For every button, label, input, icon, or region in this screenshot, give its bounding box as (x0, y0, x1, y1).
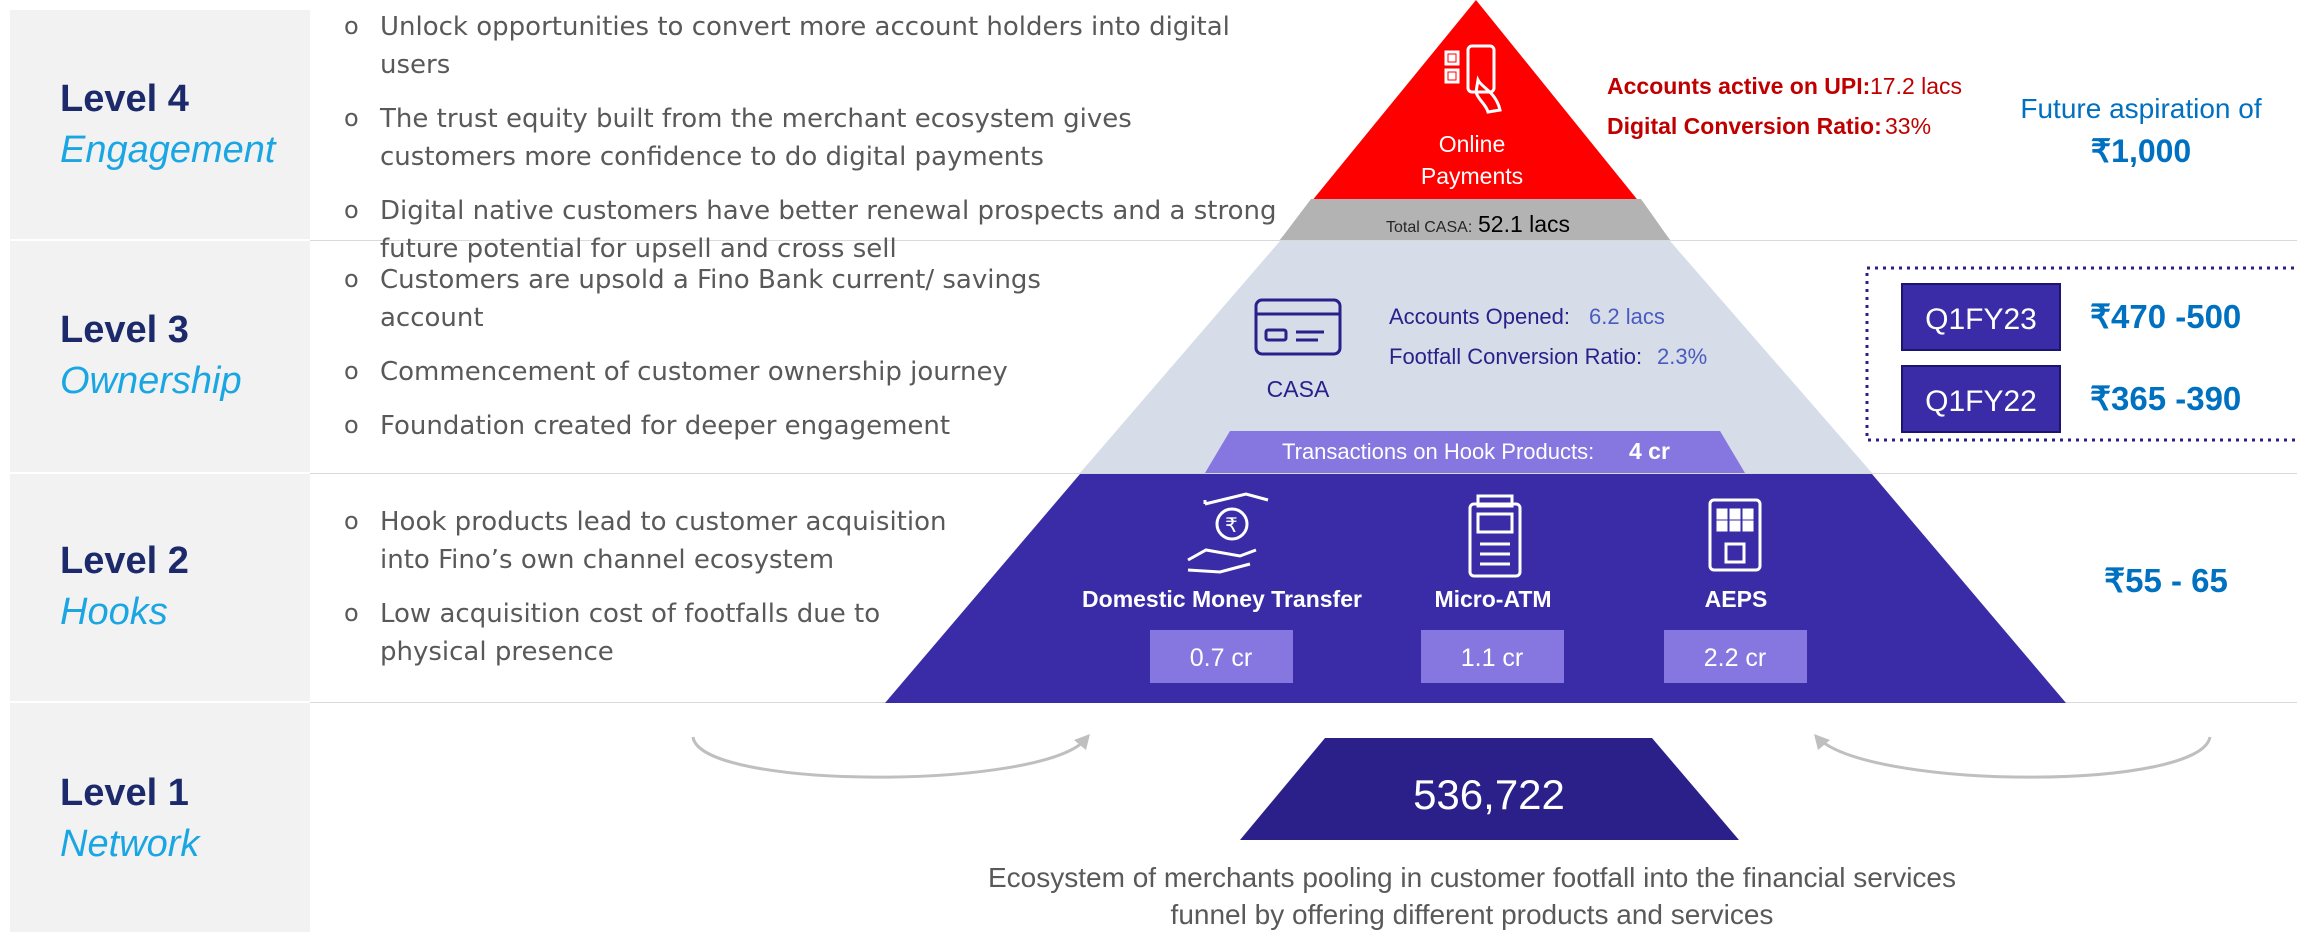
network-merchant-count: 536,722 (1413, 771, 1565, 818)
level-4-title: Level 4 Engagement (60, 78, 276, 172)
level-divider (310, 473, 2297, 474)
online-payments-label-line2: Payments (1421, 163, 1523, 189)
level-name: Hooks (60, 591, 168, 633)
network-caption-line1: Ecosystem of merchants pooling in custom… (988, 862, 1956, 893)
bullet-item: Low acquisition cost of footfalls due to… (344, 594, 940, 671)
network-caption-line2: funnel by offering different products an… (1171, 899, 1774, 930)
level-3-title: Level 3 Ownership (60, 309, 242, 403)
product-value-box (1150, 630, 1293, 683)
arrow-head-right (1814, 734, 1830, 750)
accounts-opened-label: Accounts Opened: (1389, 304, 1570, 329)
level-divider (310, 240, 2297, 241)
level-3-panel (10, 241, 310, 472)
period-q1fy22: Q1FY22 (1925, 385, 2037, 418)
hooks-range: ₹55 - 65 (2104, 562, 2228, 599)
level-2-bullets: Hook products lead to customer acquisiti… (344, 502, 947, 687)
range-q1fy23: ₹470 -500 (2090, 298, 2241, 335)
level-name: Engagement (60, 129, 276, 171)
network-base (1240, 738, 1739, 840)
aspiration-line1: Future aspiration of (2020, 93, 2261, 124)
casa-label: CASA (1267, 376, 1330, 402)
bullet-item: Commencement of customer ownership journ… (344, 352, 1064, 391)
curved-arrow-right (1819, 736, 2212, 779)
footfall-conversion-label: Footfall Conversion Ratio: (1389, 344, 1642, 369)
product-value-aeps: 2.2 cr (1704, 644, 1767, 672)
hook-transactions-value: 4 cr (1629, 438, 1670, 464)
upi-active-label: Accounts active on UPI: (1607, 73, 1870, 99)
card-icon (1254, 298, 1342, 356)
product-label-aeps: AEPS (1705, 586, 1768, 612)
level-4-bullets: Unlock opportunities to convert more acc… (344, 7, 1304, 284)
accounts-opened-value: 6.2 lacs (1589, 304, 1665, 329)
digital-conversion-value: 33% (1885, 113, 1931, 139)
bullet-item: Unlock opportunities to convert more acc… (344, 7, 1304, 84)
bullet-item: The trust equity built from the merchant… (344, 99, 1260, 176)
arrow-head-left (1074, 734, 1090, 750)
level-1-panel (10, 703, 310, 932)
period-q1fy23: Q1FY23 (1925, 303, 2037, 336)
level-4-tier (1280, 0, 1670, 240)
curved-arrow-left (691, 736, 1087, 779)
product-label-micro-atm: Micro-ATM (1434, 586, 1551, 612)
upi-active-value: 17.2 lacs (1870, 73, 1962, 99)
level-number: Level 3 (60, 309, 189, 351)
level-4-panel (10, 10, 310, 239)
range-q1fy22: ₹365 -390 (2090, 380, 2241, 417)
product-value-box (1421, 630, 1564, 683)
biometric-device-icon (1708, 498, 1762, 572)
money-hand-icon: ₹ (1187, 492, 1269, 574)
arpu-box (1865, 266, 2297, 442)
pos-terminal-icon (1468, 494, 1522, 578)
level-3-bullets: Customers are upsold a Fino Bank current… (344, 260, 1064, 461)
level-number: Level 4 (60, 78, 189, 120)
bullet-item: Digital native customers have better ren… (344, 191, 1280, 268)
bullet-item: Foundation created for deeper engagement (344, 406, 1064, 445)
aspiration-line2: ₹1,000 (2091, 133, 2191, 169)
total-casa-label: Total CASA: (1386, 219, 1472, 236)
online-payments-label-line1: Online (1439, 131, 1505, 157)
product-value-micro-atm: 1.1 cr (1461, 644, 1524, 672)
digital-conversion-label: Digital Conversion Ratio: (1607, 113, 1882, 139)
level-1-title: Level 1 Network (60, 772, 199, 866)
level-number: Level 2 (60, 540, 189, 582)
bullet-item: Customers are upsold a Fino Bank current… (344, 260, 1080, 337)
footfall-conversion-value: 2.3% (1657, 344, 1707, 369)
mobile-qr-payment-icon (1444, 44, 1502, 114)
bullet-item: Hook products lead to customer acquisiti… (344, 502, 960, 579)
product-value-box (1664, 630, 1807, 683)
level-number: Level 1 (60, 772, 189, 814)
hook-transactions-band (1205, 431, 1745, 473)
total-casa-value: 52.1 lacs (1478, 211, 1570, 237)
total-casa-band (1280, 199, 1670, 240)
period-badge (1901, 365, 2061, 433)
level-2-panel (10, 474, 310, 701)
product-label-dmt: Domestic Money Transfer (1082, 586, 1362, 612)
hook-transactions-label: Transactions on Hook Products: (1282, 439, 1594, 464)
period-badge (1901, 283, 2061, 351)
svg-text:₹: ₹ (1225, 515, 1238, 537)
level-2-title: Level 2 Hooks (60, 540, 189, 634)
product-value-dmt: 0.7 cr (1190, 644, 1253, 672)
level-name: Ownership (60, 360, 242, 402)
level-name: Network (60, 823, 200, 865)
